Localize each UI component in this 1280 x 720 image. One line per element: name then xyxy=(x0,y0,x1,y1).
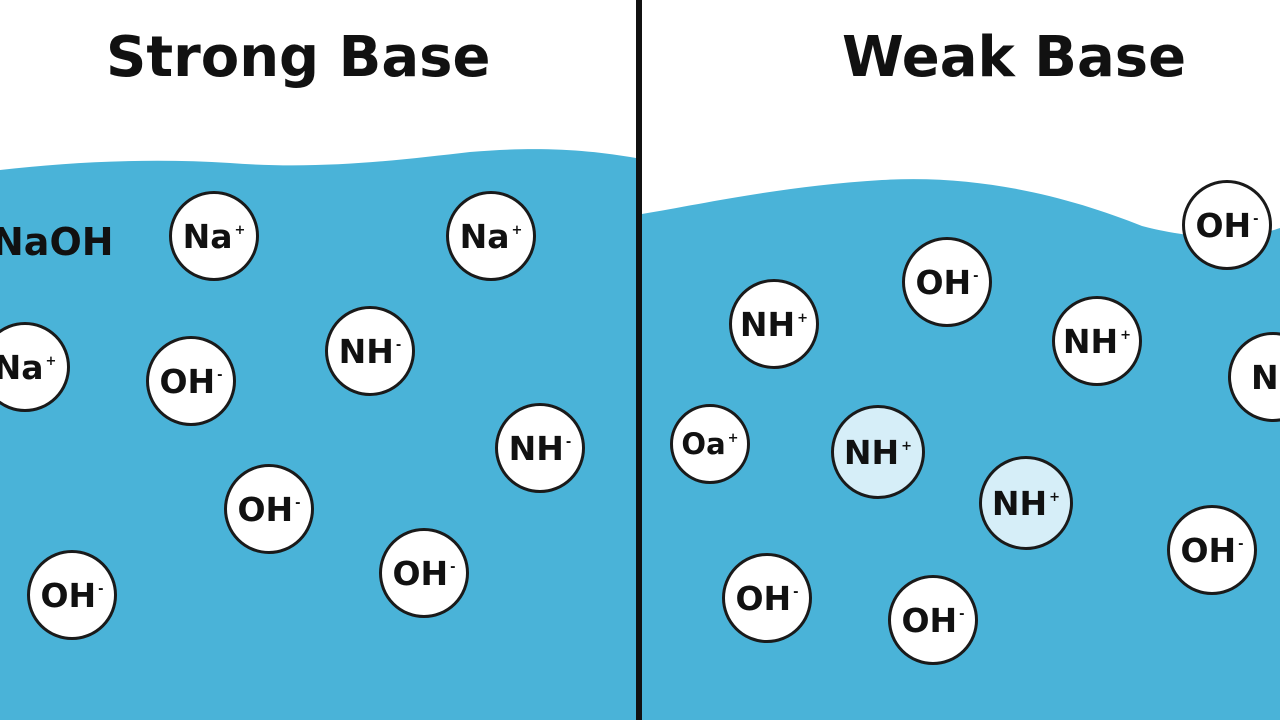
weak-base-panel: Weak Base OH- OH- NH+ NH+ NH Oa+ NH+ NH+… xyxy=(642,0,1280,720)
ion-symbol: Na xyxy=(459,216,510,256)
ion-symbol: OH xyxy=(237,489,294,529)
ion-nh-4: NH+ xyxy=(979,456,1073,550)
ion-symbol: NH xyxy=(843,432,900,472)
ion-charge: + xyxy=(727,430,739,446)
ion-charge: - xyxy=(217,367,223,383)
ion-oa: Oa+ xyxy=(670,404,750,484)
ion-charge: + xyxy=(511,222,523,238)
ion-symbol: NH xyxy=(508,428,564,468)
ion-na-1: Na+ xyxy=(169,191,259,281)
ion-charge: + xyxy=(1120,327,1132,343)
ion-oh-top-right: OH- xyxy=(1182,180,1272,270)
ion-charge: - xyxy=(793,584,799,600)
ion-symbol: OH xyxy=(40,575,97,615)
ion-charge: - xyxy=(973,268,979,284)
ion-oh-4: OH- xyxy=(888,575,978,665)
ion-charge: - xyxy=(1253,211,1259,227)
ion-symbol: NH xyxy=(991,483,1048,523)
ion-charge: + xyxy=(797,310,809,326)
naoh-label: NaOH xyxy=(0,220,114,264)
ion-symbol: OH xyxy=(1180,530,1237,570)
ion-charge: - xyxy=(295,495,301,511)
ion-oh-3: OH- xyxy=(379,528,469,618)
ion-symbol: OH xyxy=(1195,205,1252,245)
ion-charge: - xyxy=(395,337,402,353)
ion-charge: - xyxy=(98,581,104,597)
ion-symbol: OH xyxy=(915,262,972,302)
strong-base-panel: Strong Base NaOH Na+ Na+ Na+ NH- OH- NH-… xyxy=(0,0,636,720)
ion-charge: - xyxy=(450,559,456,575)
ion-charge: - xyxy=(565,434,572,450)
strong-base-water xyxy=(0,149,636,720)
ion-symbol: Na xyxy=(182,216,233,256)
ion-symbol: OH xyxy=(392,553,449,593)
ion-oh-2: OH- xyxy=(1167,505,1257,595)
ion-na-3: Na+ xyxy=(0,322,70,412)
ion-nh-2: NH- xyxy=(495,403,585,493)
ion-charge: + xyxy=(901,438,913,454)
ion-charge: - xyxy=(1238,536,1244,552)
ion-nh-3: NH+ xyxy=(831,405,925,499)
ion-symbol: OH xyxy=(159,361,216,401)
ion-symbol: Oa xyxy=(681,427,726,461)
ion-symbol: NH xyxy=(1062,321,1119,361)
ion-symbol: NH xyxy=(1251,357,1280,397)
ion-symbol: NH xyxy=(739,304,796,344)
ion-symbol: OH xyxy=(901,600,958,640)
panel-divider xyxy=(636,0,642,720)
ion-charge: + xyxy=(1049,489,1061,505)
ion-oh-4: OH- xyxy=(27,550,117,640)
ion-charge: - xyxy=(959,606,965,622)
strong-base-title: Strong Base xyxy=(106,25,491,90)
strong-base-water-surface xyxy=(0,149,636,720)
ion-nh-1: NH+ xyxy=(729,279,819,369)
ion-charge: + xyxy=(45,353,57,369)
ion-na-2: Na+ xyxy=(446,191,536,281)
ion-oh-2: OH- xyxy=(224,464,314,554)
ion-nh-2: NH+ xyxy=(1052,296,1142,386)
weak-base-title: Weak Base xyxy=(842,25,1187,90)
ion-oh-1: OH- xyxy=(902,237,992,327)
ion-symbol: NH xyxy=(338,331,394,371)
ion-oh-3: OH- xyxy=(722,553,812,643)
ion-symbol: Na xyxy=(0,347,44,387)
ion-charge: + xyxy=(234,222,246,238)
ion-nh-1: NH- xyxy=(325,306,415,396)
ion-oh-1: OH- xyxy=(146,336,236,426)
ion-symbol: OH xyxy=(735,578,792,618)
